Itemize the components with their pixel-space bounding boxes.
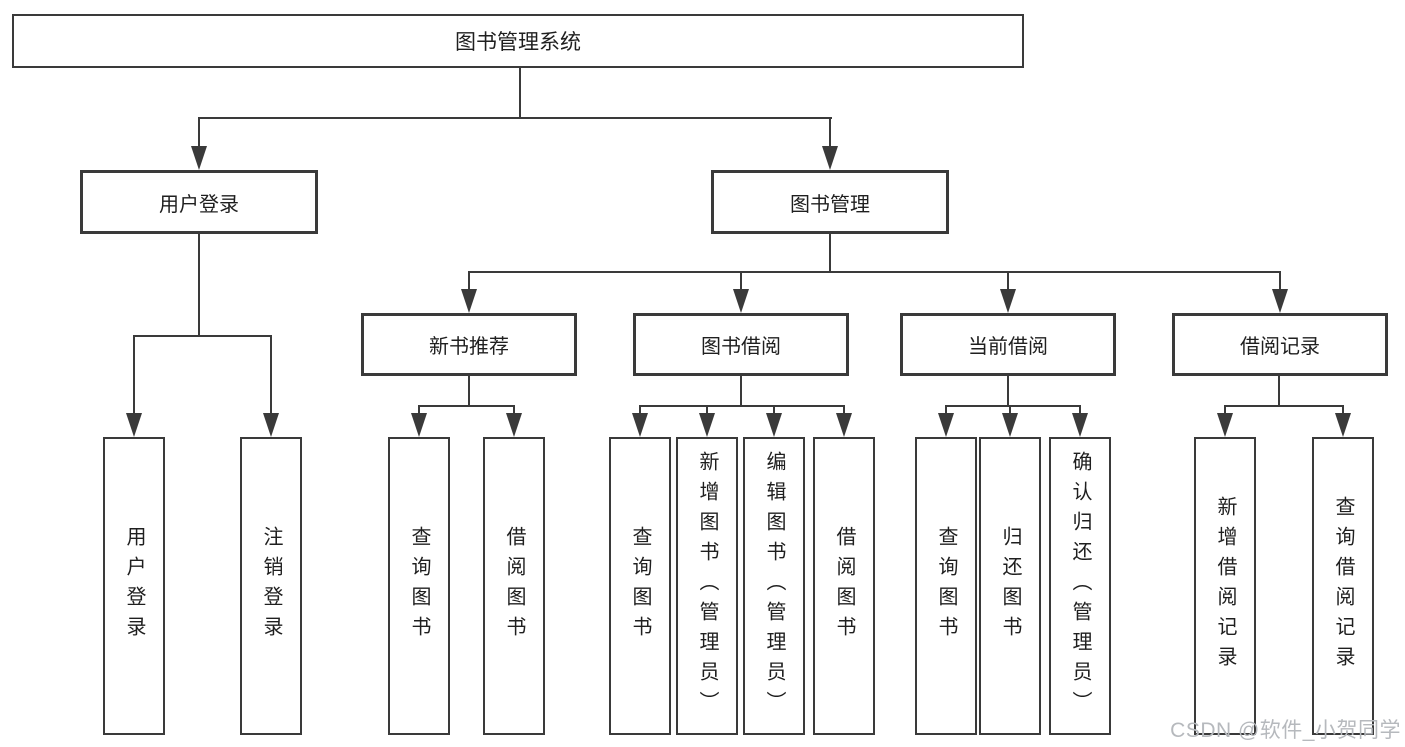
connector-hline xyxy=(945,405,1081,407)
connector-hline xyxy=(1224,405,1343,407)
leaf-edit-books-admin-label: 编辑图书（管理员） xyxy=(763,451,785,721)
node-book-management: 图书管理 xyxy=(711,170,949,234)
arrowhead-icon xyxy=(836,413,852,437)
node-book-borrowing: 图书借阅 xyxy=(633,313,849,376)
leaf-query-borrow-record: 查询借阅记录 xyxy=(1312,437,1374,735)
connector-vline xyxy=(1007,271,1009,291)
leaf-add-borrow-record: 新增借阅记录 xyxy=(1194,437,1256,735)
leaf-add-books-admin: 新增图书（管理员） xyxy=(676,437,738,735)
leaf-query-books-recommend: 查询图书 xyxy=(388,437,450,735)
leaf-user-login: 用户登录 xyxy=(103,437,165,735)
leaf-query-books-borrowing: 查询图书 xyxy=(609,437,671,735)
node-current-borrowing: 当前借阅 xyxy=(900,313,1116,376)
node-current-borrowing-label: 当前借阅 xyxy=(968,336,1048,358)
connector-vline xyxy=(519,68,521,119)
connector-vline xyxy=(198,117,200,148)
leaf-borrow-books: 借阅图书 xyxy=(813,437,875,735)
node-user-login-label: 用户登录 xyxy=(159,193,239,216)
leaf-return-books-label: 归还图书 xyxy=(999,526,1021,646)
connector-vline xyxy=(829,234,831,273)
leaf-query-books-borrowing-label: 查询图书 xyxy=(629,526,651,646)
leaf-confirm-return-admin: 确认归还（管理员） xyxy=(1049,437,1111,735)
leaf-add-borrow-record-label: 新增借阅记录 xyxy=(1214,496,1236,676)
connector-vline xyxy=(133,335,135,415)
node-book-management-label: 图书管理 xyxy=(790,193,870,216)
connector-vline xyxy=(773,405,775,415)
connector-vline xyxy=(513,405,515,415)
connector-vline xyxy=(468,271,470,291)
leaf-query-borrow-record-label: 查询借阅记录 xyxy=(1332,496,1354,676)
arrowhead-icon xyxy=(126,413,142,437)
connector-vline xyxy=(270,335,272,415)
leaf-borrow-books-recommend-label: 借阅图书 xyxy=(503,526,525,646)
leaf-borrow-books-label: 借阅图书 xyxy=(833,526,855,646)
connector-hline xyxy=(418,405,515,407)
arrowhead-icon xyxy=(733,289,749,313)
arrowhead-icon xyxy=(191,146,207,170)
leaf-return-books: 归还图书 xyxy=(979,437,1041,735)
leaf-query-books-current-label: 查询图书 xyxy=(935,526,957,646)
node-library-system-label: 图书管理系统 xyxy=(455,31,581,54)
node-borrow-records-label: 借阅记录 xyxy=(1240,336,1320,358)
arrowhead-icon xyxy=(1002,413,1018,437)
connector-vline xyxy=(1009,405,1011,415)
node-book-borrowing-label: 图书借阅 xyxy=(701,336,781,358)
arrowhead-icon xyxy=(1217,413,1233,437)
leaf-query-books-current: 查询图书 xyxy=(915,437,977,735)
leaf-logout-label: 注销登录 xyxy=(260,526,282,646)
connector-vline xyxy=(843,405,845,415)
arrowhead-icon xyxy=(1000,289,1016,313)
node-borrow-records: 借阅记录 xyxy=(1172,313,1388,376)
arrowhead-icon xyxy=(506,413,522,437)
connector-vline xyxy=(418,405,420,415)
connector-vline xyxy=(829,117,831,148)
connector-vline xyxy=(1224,405,1226,415)
leaf-confirm-return-admin-label: 确认归还（管理员） xyxy=(1069,451,1091,721)
node-library-system: 图书管理系统 xyxy=(12,14,1024,68)
connector-hline xyxy=(639,405,845,407)
connector-hline xyxy=(198,117,832,119)
connector-vline xyxy=(198,234,200,337)
leaf-logout: 注销登录 xyxy=(240,437,302,735)
arrowhead-icon xyxy=(766,413,782,437)
arrowhead-icon xyxy=(461,289,477,313)
connector-vline xyxy=(639,405,641,415)
connector-vline xyxy=(1279,271,1281,291)
arrowhead-icon xyxy=(632,413,648,437)
arrowhead-icon xyxy=(938,413,954,437)
arrowhead-icon xyxy=(263,413,279,437)
connector-hline xyxy=(133,335,272,337)
arrowhead-icon xyxy=(1272,289,1288,313)
connector-vline xyxy=(740,376,742,407)
connector-vline xyxy=(1342,405,1344,415)
connector-vline xyxy=(468,376,470,407)
arrowhead-icon xyxy=(699,413,715,437)
leaf-query-books-recommend-label: 查询图书 xyxy=(408,526,430,646)
connector-vline xyxy=(1278,376,1280,407)
node-new-book-recommend: 新书推荐 xyxy=(361,313,577,376)
arrowhead-icon xyxy=(1072,413,1088,437)
node-user-login: 用户登录 xyxy=(80,170,318,234)
connector-vline xyxy=(706,405,708,415)
leaf-borrow-books-recommend: 借阅图书 xyxy=(483,437,545,735)
leaf-edit-books-admin: 编辑图书（管理员） xyxy=(743,437,805,735)
arrowhead-icon xyxy=(411,413,427,437)
connector-vline xyxy=(945,405,947,415)
arrowhead-icon xyxy=(822,146,838,170)
arrowhead-icon xyxy=(1335,413,1351,437)
connector-vline xyxy=(1079,405,1081,415)
leaf-add-books-admin-label: 新增图书（管理员） xyxy=(696,451,718,721)
connector-vline xyxy=(740,271,742,291)
node-new-book-recommend-label: 新书推荐 xyxy=(429,336,509,358)
connector-hline xyxy=(468,271,1281,273)
leaf-user-login-label: 用户登录 xyxy=(123,526,145,646)
connector-vline xyxy=(1007,376,1009,407)
